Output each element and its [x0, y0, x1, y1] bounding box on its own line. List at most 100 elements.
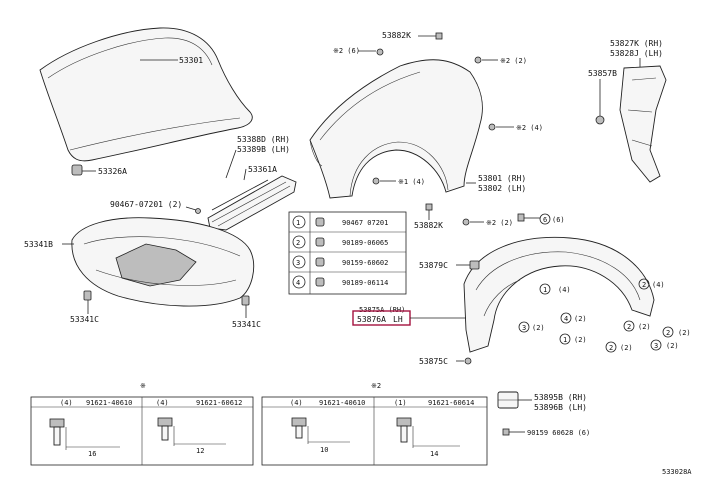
callout-1b: 1 (2)	[559, 333, 587, 345]
callout-2d: 2 (2)	[662, 326, 691, 338]
legend-num: 1	[296, 219, 300, 227]
legend-num: 2	[296, 239, 300, 247]
liner-rh-label: 53875A (RH)	[359, 306, 405, 314]
seal-sub-label: 53361A	[248, 165, 277, 174]
svg-text:(2): (2)	[532, 324, 545, 332]
hood-cushion-part	[71, 164, 96, 176]
liner-bottom-label: 53875C	[419, 357, 448, 366]
fender-lh-label: 53802 (LH)	[478, 184, 526, 193]
svg-text:(4): (4)	[60, 399, 73, 407]
fender-rh-label: 53801 (RH)	[478, 174, 526, 183]
fender-low-ref-label: ※2 (2)	[486, 219, 513, 227]
bolt-bottom-label: 90159 60628 (6)	[527, 429, 590, 437]
bracket-part	[497, 391, 519, 409]
clip-a-label: 90467-07201 (2)	[110, 200, 182, 209]
legend-row-3: 3 90159-60602	[292, 255, 388, 269]
liner-clip-label: 53879C	[419, 261, 448, 270]
callout-6: 6 (6)	[539, 213, 565, 225]
svg-text:3: 3	[522, 324, 526, 332]
hood-part	[39, 27, 253, 162]
svg-text:(2): (2)	[638, 323, 651, 331]
callout-3b: 3 (2)	[650, 339, 679, 351]
svg-text:1: 1	[563, 336, 567, 344]
side-clip-label: 53857B	[588, 69, 617, 78]
liner-lh-label: 53876A	[357, 315, 386, 324]
seal-lh-label: 53389B (LH)	[237, 145, 290, 154]
diagram-id-label: 533028A	[662, 468, 692, 476]
asterisk-2-mark: ※2	[371, 382, 381, 390]
hood-label: 53301	[179, 56, 203, 65]
side-rh-label: 53827K (RH)	[610, 39, 663, 48]
fender-top-label: 53882K	[382, 31, 411, 40]
svg-text:(6): (6)	[552, 216, 565, 224]
fender-ref6-label: ※2 (6)	[333, 47, 360, 55]
bolt-table-1	[30, 396, 254, 466]
seal-part	[207, 175, 297, 231]
under-clip-left-label: 53341C	[70, 315, 99, 324]
svg-text:91621-60612: 91621-60612	[196, 399, 242, 407]
bolt-cell-1: (4) 91621-40610 16	[49, 399, 132, 458]
svg-text:91621-60614: 91621-60614	[428, 399, 474, 407]
bolt-table-2	[261, 396, 488, 466]
svg-text:(1): (1)	[394, 399, 407, 407]
callout-4: 4 (2)	[560, 312, 587, 324]
svg-text:6: 6	[543, 216, 547, 224]
liner-lh-tag: LH	[393, 315, 403, 324]
under-clip-right-label: 53341C	[232, 320, 261, 329]
bracket-lh-label: 53896B (LH)	[534, 403, 587, 412]
fender-ref4-label: ※2 (4)	[516, 124, 543, 132]
bolt-cell-3: (4) 91621-40610 10	[290, 399, 365, 454]
svg-text:(4): (4)	[558, 286, 571, 294]
svg-text:10: 10	[320, 446, 328, 454]
fender-ref2-label: ※2 (2)	[500, 57, 527, 65]
svg-text:2: 2	[609, 344, 613, 352]
fender-ref4b-label: ※1 (4)	[398, 178, 425, 186]
svg-text:1: 1	[543, 286, 547, 294]
legend-part: 90467 07201	[342, 219, 388, 227]
svg-text:(2): (2)	[666, 342, 679, 350]
under-cover-label: 53341B	[24, 240, 53, 249]
svg-text:(2): (2)	[574, 315, 587, 323]
svg-text:3: 3	[654, 342, 658, 350]
under-cover-part	[71, 217, 254, 307]
legend-row-1: 1 90467 07201	[292, 215, 388, 229]
bolt-cell-4: (1) 91621-60614 14	[394, 399, 474, 458]
svg-text:91621-40610: 91621-40610	[319, 399, 365, 407]
bolt-cell-2: (4) 91621-60612 12	[156, 399, 242, 455]
hood-cushion-label: 53326A	[98, 167, 127, 176]
svg-text:2: 2	[642, 281, 646, 289]
callout-1: 1 (4)	[539, 283, 571, 295]
callout-2: 2 (4)	[638, 278, 665, 290]
svg-text:2: 2	[666, 329, 670, 337]
svg-text:(2): (2)	[574, 336, 587, 344]
svg-text:12: 12	[196, 447, 204, 455]
seal-rh-label: 53388D (RH)	[237, 135, 290, 144]
svg-text:(2): (2)	[678, 329, 691, 337]
svg-text:16: 16	[88, 450, 96, 458]
side-seal-part	[619, 65, 667, 183]
legend-part: 90189-06065	[342, 239, 388, 247]
legend-num: 4	[296, 279, 300, 287]
legend-num: 3	[296, 259, 300, 267]
legend-row-2: 2 90189-06065	[292, 235, 388, 249]
fastener-legend	[288, 211, 407, 295]
svg-text:91621-40610: 91621-40610	[86, 399, 132, 407]
callout-2b: 2 (2)	[623, 320, 651, 332]
legend-row-4: 4 90189-06114	[292, 275, 388, 289]
fender-part	[309, 59, 483, 199]
fender-low-label: 53882K	[414, 221, 443, 230]
callout-2c: 2 (2)	[605, 341, 633, 353]
fender-liner-part	[463, 236, 655, 353]
legend-part: 90189-06114	[342, 279, 388, 287]
legend-part: 90159-60602	[342, 259, 388, 267]
svg-text:14: 14	[430, 450, 438, 458]
svg-text:(4): (4)	[652, 281, 665, 289]
bracket-rh-label: 53895B (RH)	[534, 393, 587, 402]
callout-3: 3 (2)	[518, 321, 545, 333]
svg-text:2: 2	[627, 323, 631, 331]
svg-text:(4): (4)	[156, 399, 169, 407]
svg-text:(4): (4)	[290, 399, 303, 407]
svg-text:4: 4	[564, 315, 568, 323]
